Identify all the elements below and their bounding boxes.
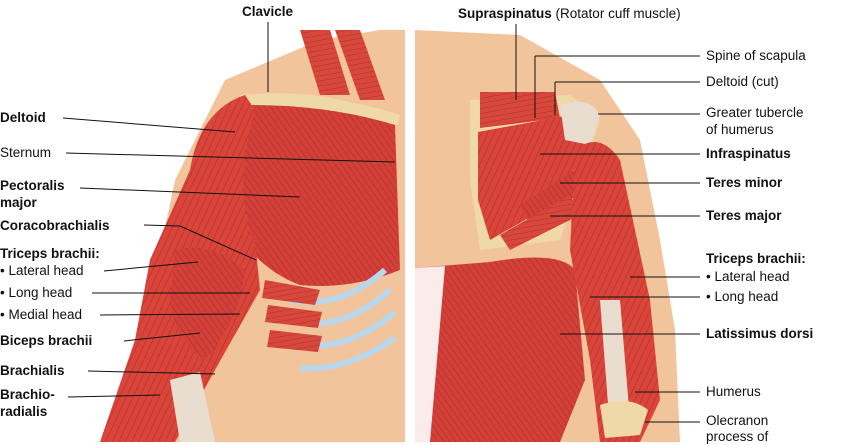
olecranon-bone bbox=[600, 401, 648, 438]
posterior-body bbox=[415, 30, 680, 442]
label-teres-minor: Teres minor bbox=[706, 175, 783, 190]
serratus-anterior bbox=[262, 280, 322, 352]
label-brachioradialis-2: radialis bbox=[0, 404, 48, 419]
label-humerus: Humerus bbox=[706, 384, 761, 399]
infraspinatus-muscle bbox=[478, 115, 590, 240]
label-latissimus-dorsi: Latissimus dorsi bbox=[706, 326, 814, 341]
label-long-head-posterior: • Long head bbox=[706, 289, 779, 304]
teres-major-muscle bbox=[500, 195, 580, 250]
label-coracobrachialis: Coracobrachialis bbox=[0, 218, 110, 233]
label-supraspinatus: Supraspinatus (Rotator cuff muscle) bbox=[458, 6, 681, 22]
label-brachialis: Brachialis bbox=[0, 363, 65, 378]
label-triceps-brachii-anterior: Triceps brachii: bbox=[0, 246, 100, 261]
triceps-tendon bbox=[600, 300, 630, 430]
label-deltoid: Deltoid bbox=[0, 110, 46, 125]
label-medial-head: • Medial head bbox=[0, 307, 83, 322]
thoracolumbar-fascia bbox=[415, 266, 445, 442]
label-greater-tubercle-1: Greater tubercle bbox=[706, 105, 804, 120]
label-supraspinatus-name: Supraspinatus bbox=[458, 6, 552, 21]
label-clavicle: Clavicle bbox=[242, 4, 294, 19]
label-supraspinatus-note: (Rotator cuff muscle) bbox=[555, 6, 681, 21]
label-teres-major: Teres major bbox=[706, 208, 782, 223]
pectoralis-major-muscle bbox=[232, 105, 400, 286]
label-olecranon-2: process of bbox=[706, 429, 769, 444]
label-greater-tubercle-2: of humerus bbox=[706, 122, 774, 137]
label-lateral-head-anterior: • Lateral head bbox=[0, 263, 84, 278]
posterior-arm bbox=[570, 142, 660, 442]
label-sternum: Sternum bbox=[0, 145, 52, 160]
label-deltoid-cut: Deltoid (cut) bbox=[706, 74, 779, 89]
neck-muscle bbox=[335, 30, 385, 100]
label-olecranon-1: Olecranon bbox=[706, 413, 769, 428]
biceps-muscle bbox=[170, 247, 245, 360]
leader-lines bbox=[62, 22, 700, 423]
greater-tubercle-bone bbox=[560, 101, 600, 145]
label-pectoralis-major-1: Pectoralis bbox=[0, 178, 65, 193]
label-triceps-brachii-posterior: Triceps brachii: bbox=[706, 251, 806, 266]
label-lateral-head-posterior: • Lateral head bbox=[706, 269, 790, 284]
label-infraspinatus: Infraspinatus bbox=[706, 146, 791, 161]
label-pectoralis-major-2: major bbox=[0, 195, 37, 210]
latissimus-dorsi-muscle bbox=[415, 257, 585, 442]
neck-muscle-2 bbox=[300, 30, 350, 95]
forearm-tendon bbox=[170, 372, 215, 442]
label-biceps-brachii: Biceps brachii bbox=[0, 333, 93, 348]
label-spine-of-scapula: Spine of scapula bbox=[706, 48, 806, 63]
label-long-head-anterior: • Long head bbox=[0, 285, 73, 300]
label-brachioradialis-1: Brachio- bbox=[0, 387, 55, 402]
anterior-body bbox=[100, 30, 405, 442]
supraspinatus-muscle bbox=[480, 92, 560, 128]
teres-minor-muscle bbox=[520, 170, 585, 225]
